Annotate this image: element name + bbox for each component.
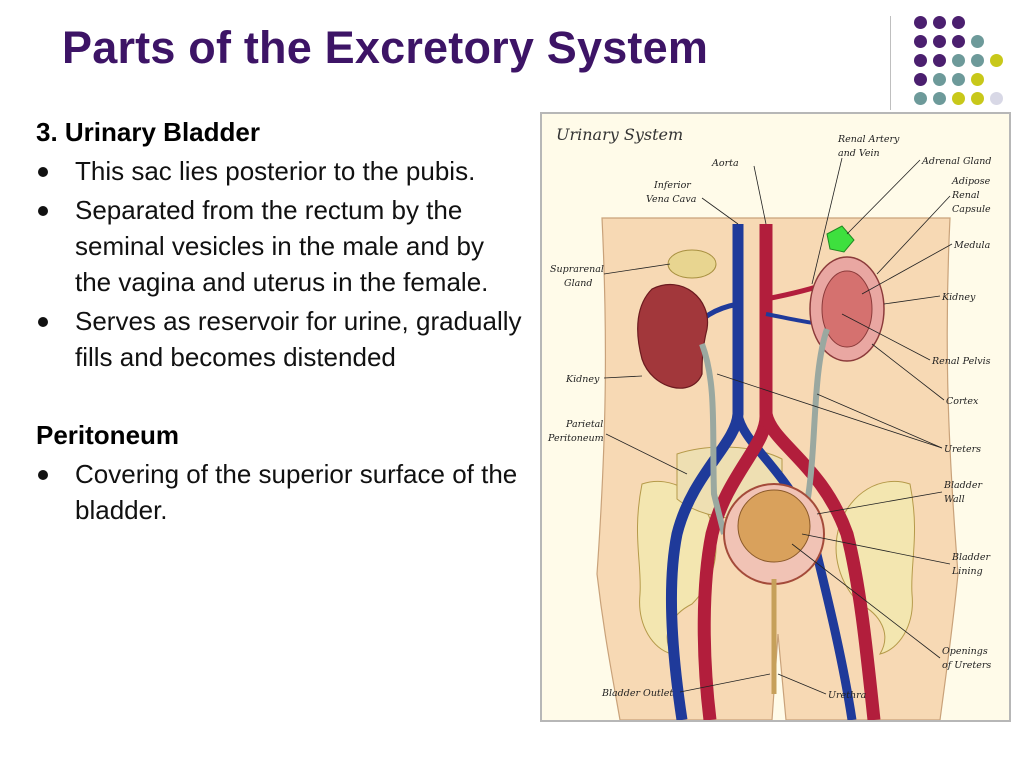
suprarenal-gland-shape <box>667 249 717 279</box>
dot <box>933 16 946 29</box>
ureter-left <box>789 328 830 536</box>
text-column: 3. Urinary Bladder This sac lies posteri… <box>36 116 526 528</box>
dot <box>971 35 984 48</box>
label-inferior-vena-cava-2: Vena Cava <box>646 194 697 205</box>
label-openings-of-ureters: Openings <box>942 646 988 657</box>
ureter-right <box>699 342 727 535</box>
dot <box>952 35 965 48</box>
label-renal-artery-2: and Vein <box>838 148 880 159</box>
bullet-text: Serves as reservoir for urine, gradually… <box>75 306 522 372</box>
bullet-text: Covering of the superior surface of the … <box>75 459 518 525</box>
label-adipose-3: Capsule <box>952 204 991 215</box>
label-kidney-left: Kidney <box>941 292 976 303</box>
label-bladder-lining: Bladder <box>951 552 991 563</box>
bullet-text: Separated from the rectum by the seminal… <box>75 195 489 297</box>
label-kidney-right: Kidney <box>565 374 600 385</box>
label-suprarenal-gland-2: Gland <box>564 278 593 289</box>
dot <box>933 73 946 86</box>
label-cortex: Cortex <box>946 396 979 407</box>
label-bladder-lining-2: Lining <box>951 566 983 577</box>
dot <box>952 92 965 105</box>
label-parietal-peritoneum: Parietal <box>565 419 603 430</box>
kidney-right-shape <box>637 283 709 389</box>
bullet-item: Separated from the rectum by the seminal… <box>36 193 526 300</box>
label-adipose: Adipose <box>951 176 991 187</box>
aorta-right-branch <box>759 412 881 720</box>
peritoneum-bullets: Covering of the superior surface of the … <box>36 457 526 528</box>
label-medula: Medula <box>953 240 991 251</box>
dot <box>952 54 965 67</box>
label-renal-artery: Renal Artery <box>837 134 900 145</box>
dot <box>971 54 984 67</box>
label-renal-pelvis: Renal Pelvis <box>931 356 991 367</box>
label-adrenal-gland: Adrenal Gland <box>921 156 991 167</box>
bullet-icon <box>38 166 48 177</box>
label-bladder-wall: Bladder <box>943 480 983 491</box>
bullet-item: This sac lies posterior to the pubis. <box>36 154 526 190</box>
bullet-item: Covering of the superior surface of the … <box>36 457 526 528</box>
bullet-icon <box>38 470 48 481</box>
urinary-system-illustration: Urinary System Aorta Inferior Vena Cava … <box>547 125 991 720</box>
section-heading-peritoneum: Peritoneum <box>36 420 180 451</box>
dot <box>971 73 984 86</box>
dot <box>914 92 927 105</box>
label-aorta: Aorta <box>711 158 739 169</box>
bullet-icon <box>38 206 48 217</box>
urinary-bladder-bullets: This sac lies posterior to the pubis. Se… <box>36 154 526 376</box>
dot <box>933 92 946 105</box>
kidney-medulla-shape <box>821 270 873 348</box>
figure-caption: Urinary System <box>556 125 683 144</box>
dot <box>933 54 946 67</box>
dot <box>971 92 984 105</box>
dot <box>952 73 965 86</box>
label-urethra: Urethra <box>828 690 867 701</box>
decorative-dot-grid <box>904 16 1014 108</box>
label-openings-of-ureters-2: of Ureters <box>942 660 991 671</box>
dot <box>990 92 1003 105</box>
vena-cava-left-branch <box>666 224 744 720</box>
dot <box>914 16 927 29</box>
aorta-left-branch <box>697 224 773 720</box>
dot <box>990 54 1003 67</box>
bladder-lining-shape <box>737 489 811 563</box>
label-inferior-vena-cava: Inferior <box>653 180 692 191</box>
adrenal-gland-shape <box>826 225 855 253</box>
bullet-icon <box>38 317 48 328</box>
bullet-item: Serves as reservoir for urine, gradually… <box>36 304 526 375</box>
dot <box>914 35 927 48</box>
dot <box>933 35 946 48</box>
section-heading-urinary-bladder: 3. Urinary Bladder <box>36 117 260 147</box>
label-adipose-2: Renal <box>951 190 980 201</box>
dot <box>914 54 927 67</box>
label-bladder-wall-2: Wall <box>944 494 965 505</box>
dot <box>952 16 965 29</box>
dot <box>914 73 927 86</box>
label-ureters: Ureters <box>944 444 981 455</box>
bullet-text: This sac lies posterior to the pubis. <box>75 155 476 186</box>
title-divider <box>890 16 891 110</box>
label-bladder-outlet: Bladder Outlet <box>601 688 673 699</box>
label-parietal-peritoneum-2: Peritoneum <box>547 433 604 444</box>
slide-title: Parts of the Excretory System <box>62 22 709 73</box>
urinary-system-figure: Urinary System Aorta Inferior Vena Cava … <box>540 112 1011 722</box>
label-suprarenal-gland: Suprarenal <box>550 264 604 275</box>
